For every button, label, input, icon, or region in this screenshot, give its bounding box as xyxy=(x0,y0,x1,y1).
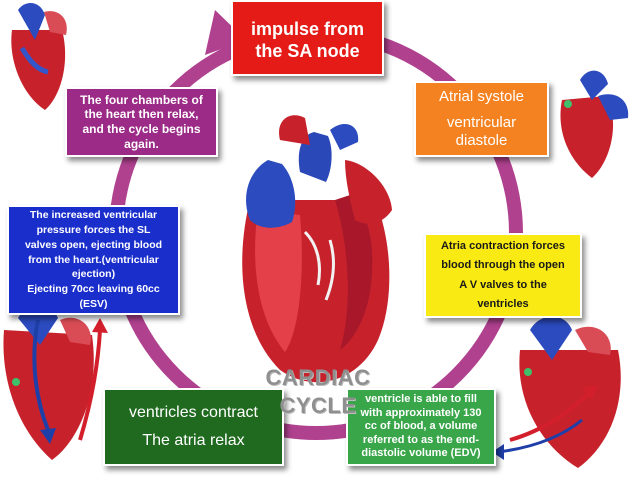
blood-flow-arrow-blue-right xyxy=(497,418,583,454)
sa-node-line-2: the SA node xyxy=(255,41,360,61)
ejection-line-2: pressure forces the SL xyxy=(36,224,151,237)
relax-line-4: again. xyxy=(124,136,159,151)
central-heart-icon xyxy=(242,115,392,383)
ejection-line-6: Ejecting 70cc leaving 60cc xyxy=(27,283,160,296)
ejection-line-4: from the heart.(ventricular xyxy=(28,253,159,266)
ejection-line-3: valves open, ejecting blood xyxy=(24,238,163,251)
atrial-systole-line-2: ventricular xyxy=(446,113,517,131)
ventricular-ejection-box: The increased ventricular pressure force… xyxy=(7,205,180,315)
heart-icon-top-left xyxy=(11,3,67,110)
relax-line-3: and the cycle begins xyxy=(82,122,201,136)
atria-contraction-line-4: ventricles xyxy=(477,297,529,310)
contract-line-2: The atria relax xyxy=(142,432,245,449)
relax-line-2: the heart then relax, xyxy=(84,107,199,122)
fill-line-1: ventricle is able to fill xyxy=(365,393,477,406)
sa-node-box: impulse from the SA node xyxy=(231,0,384,76)
ejection-line-5: ejection) xyxy=(71,268,116,281)
diagram-title: CARDIAC CYCLE xyxy=(265,365,371,418)
chambers-relax-box: The four chambers of the heart then rela… xyxy=(65,87,218,157)
atrial-systole-line-3: diastole xyxy=(455,132,508,150)
fill-line-2: with approximately 130 xyxy=(360,406,482,419)
atrial-systole-line-1: Atrial systole xyxy=(438,87,525,105)
atria-contraction-line-3: A V valves to the xyxy=(459,278,547,291)
blood-flow-arrow-red-left xyxy=(78,329,102,441)
atria-contraction-line-2: blood through the open xyxy=(441,259,565,272)
blood-flow-arrow-red-right xyxy=(509,390,592,442)
fill-line-4: referred to as the end- xyxy=(362,433,480,446)
fill-line-5: diastolic volume (EDV) xyxy=(361,447,481,460)
ejection-line-7: (ESV) xyxy=(79,298,108,310)
atrial-systole-box: Atrial systole ventricular diastole xyxy=(414,81,549,157)
heart-icon-right-top xyxy=(560,70,629,178)
atria-contraction-line-1: Atria contraction forces xyxy=(440,239,566,252)
relax-line-1: The four chambers of xyxy=(80,92,203,107)
sa-node-line-1: impulse from xyxy=(250,19,365,40)
atria-contraction-box: Atria contraction forces blood through t… xyxy=(424,233,582,318)
contract-line-1: ventricles contract xyxy=(129,404,258,422)
ventricle-fill-box: ventricle is able to fill with approxima… xyxy=(346,388,496,466)
fill-line-3: cc of blood, a volume xyxy=(364,420,478,433)
blood-flow-arrow-blue-left xyxy=(32,319,50,431)
ventricles-contract-box: ventricles contract The atria relax xyxy=(103,388,284,466)
ejection-line-1: The increased ventricular xyxy=(29,209,158,222)
